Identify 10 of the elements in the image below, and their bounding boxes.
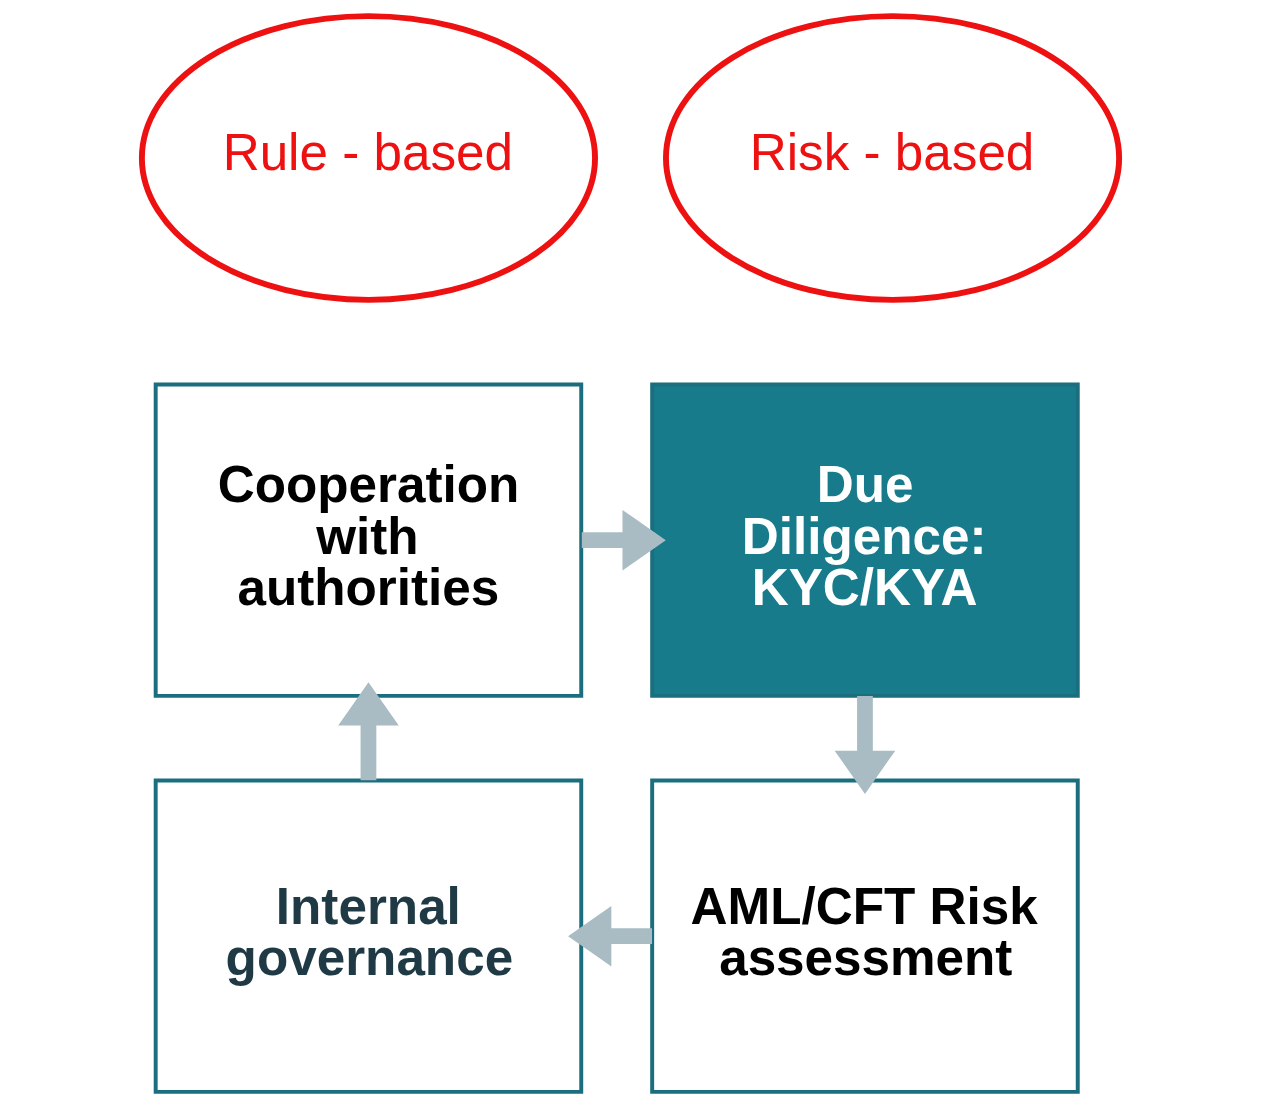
node-box: AML/CFT Risk assessment [650, 778, 1080, 1094]
node-box: Internal governance [153, 778, 584, 1094]
node-box: Cooperation with authorities [153, 382, 584, 698]
arrow [581, 509, 666, 571]
arrow [834, 696, 896, 794]
arrow [338, 682, 399, 781]
node-ellipse: Risk - based [663, 13, 1123, 303]
node-ellipse: Rule - based [138, 13, 598, 303]
arrow [568, 905, 653, 967]
node-box: Due Diligence: KYC/KYA [650, 382, 1080, 698]
